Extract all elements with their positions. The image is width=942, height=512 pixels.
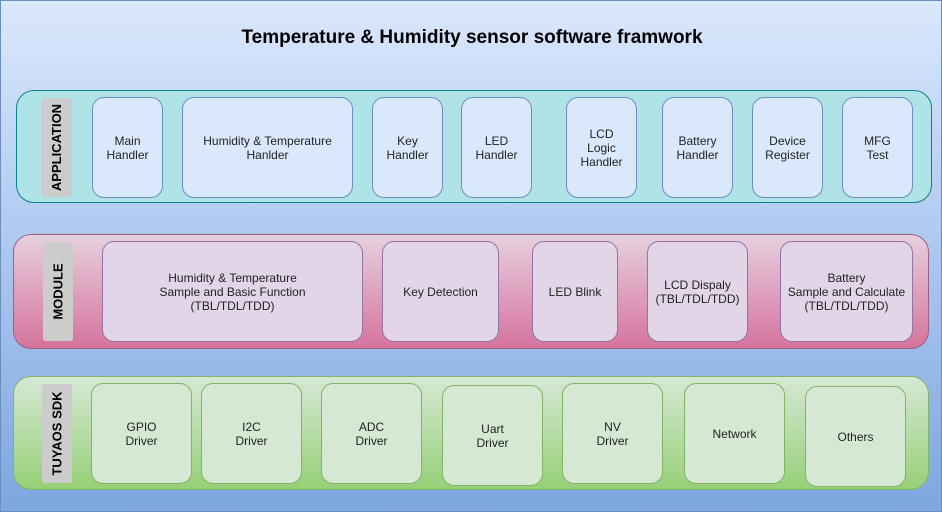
battery-sample-calculate: Battery Sample and Calculate (TBL/TDL/TD… bbox=[780, 241, 913, 342]
module-layer-label: MODULE bbox=[43, 242, 73, 341]
uart-driver: Uart Driver bbox=[442, 385, 543, 486]
main-handler: Main Handler bbox=[92, 97, 163, 198]
humidity-temperature-handler: Humidity & Temperature Hanlder bbox=[182, 97, 353, 198]
key-detection: Key Detection bbox=[382, 241, 499, 342]
diagram-title: Temperature & Humidity sensor software f… bbox=[241, 27, 703, 48]
label-text: MODULE bbox=[50, 263, 66, 320]
application-layer-label: APPLICATION bbox=[42, 98, 72, 197]
gpio-driver: GPIO Driver bbox=[91, 383, 192, 484]
battery-handler: Battery Handler bbox=[662, 97, 733, 198]
device-register: Device Register bbox=[752, 97, 823, 198]
i2c-driver: I2C Driver bbox=[201, 383, 302, 484]
nv-driver: NV Driver bbox=[562, 383, 663, 484]
led-blink: LED Blink bbox=[532, 241, 618, 342]
others: Others bbox=[805, 386, 906, 487]
led-handler: LED Handler bbox=[461, 97, 532, 198]
humidity-temperature-sample: Humidity & Temperature Sample and Basic … bbox=[102, 241, 363, 342]
mfg-test: MFG Test bbox=[842, 97, 913, 198]
key-handler: Key Handler bbox=[372, 97, 443, 198]
label-text: TUYAOS SDK bbox=[49, 391, 65, 476]
sdk-layer-label: TUYAOS SDK bbox=[42, 384, 72, 483]
label-text: APPLICATION bbox=[49, 103, 65, 192]
adc-driver: ADC Driver bbox=[321, 383, 422, 484]
network: Network bbox=[684, 383, 785, 484]
lcd-logic-handler: LCD Logic Handler bbox=[566, 97, 637, 198]
lcd-display: LCD Dispaly (TBL/TDL/TDD) bbox=[647, 241, 748, 342]
